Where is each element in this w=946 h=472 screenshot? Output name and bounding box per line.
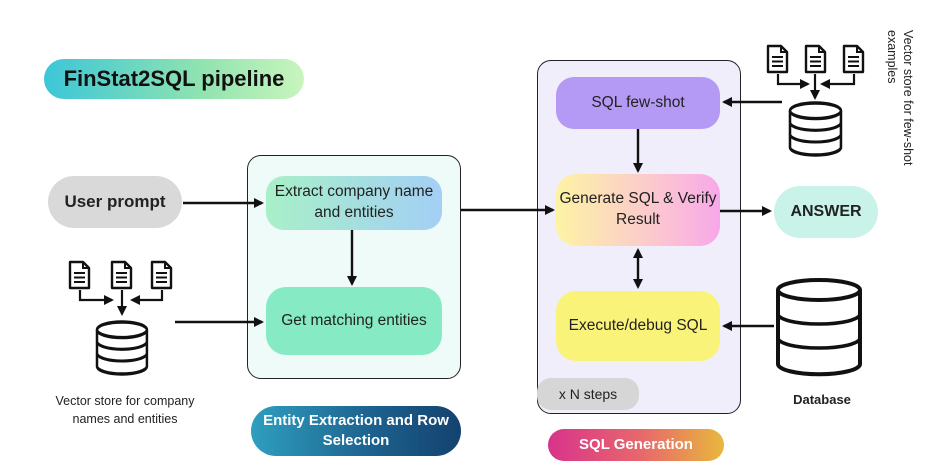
steps-badge: x N steps	[537, 378, 639, 410]
execute-debug-node: Execute/debug SQL	[556, 291, 720, 361]
sql-stage-label: SQL Generation	[548, 429, 724, 461]
vector-store-left-caption: Vector store for company names and entit…	[55, 394, 195, 427]
answer-node: ANSWER	[774, 186, 878, 238]
sql-few-shot-node: SQL few-shot	[556, 77, 720, 129]
matching-entities-node: Get matching entities	[266, 287, 442, 355]
extract-entities-node: Extract company name and entities	[266, 176, 442, 230]
diagram-title: FinStat2SQL pipeline	[44, 59, 304, 99]
document-icon	[766, 44, 789, 74]
document-icon	[804, 44, 827, 74]
vector-store-right-icon	[788, 101, 843, 157]
document-icon	[110, 260, 133, 290]
entity-stage-label: Entity Extraction and Row Selection	[251, 406, 461, 456]
generate-sql-node: Generate SQL & Verify Result	[556, 174, 720, 246]
database-icon	[776, 278, 862, 377]
document-icon	[842, 44, 865, 74]
user-prompt-node: User prompt	[48, 176, 182, 228]
document-icon	[68, 260, 91, 290]
database-caption: Database	[793, 392, 851, 407]
document-icon	[150, 260, 173, 290]
vector-store-right-caption: Vector store for few-shot examples	[884, 30, 915, 166]
vector-store-left-icon	[95, 320, 149, 376]
